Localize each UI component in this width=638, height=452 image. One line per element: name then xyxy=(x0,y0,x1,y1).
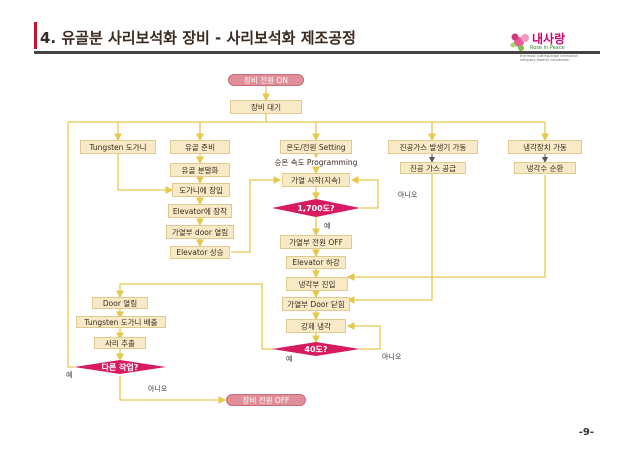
logo-fine-line-2: reliquary jewelry conversion xyxy=(520,58,570,62)
sari-extract-box: 사리 추출 xyxy=(94,337,146,349)
label-yes-40: 예 xyxy=(286,355,293,363)
vacuum-gas-box: 진공가스 발생기 가동 xyxy=(388,140,478,154)
heat-start-box: 가열 시작(지속) xyxy=(282,173,350,187)
cooling-enter-box: 냉각부 진입 xyxy=(286,277,348,291)
decision-1700-shape xyxy=(272,199,360,217)
decision-other-shape xyxy=(74,360,166,374)
logo-flower-icon xyxy=(510,33,529,51)
label-yes-1700: 예 xyxy=(324,222,331,230)
label-no-40: 아니오 xyxy=(382,353,402,361)
bone-prep-box: 유골 준비 xyxy=(170,140,230,154)
ramp-program-box: 승온 속도 Programming xyxy=(274,158,358,167)
decision-40-shape xyxy=(272,342,360,356)
mount-elevator-box: Elevator에 장착 xyxy=(168,204,232,218)
logo-fine-print: the most cutting-edge cremation reliquar… xyxy=(520,54,578,62)
heat-power-off-box: 가열부 전원 OFF xyxy=(280,235,352,249)
bone-grind-box: 유골 분말화 xyxy=(170,163,230,177)
cooler-run-box: 냉각장치 가동 xyxy=(508,140,582,154)
title-divider xyxy=(34,51,600,54)
logo-fine-line-1: the most cutting-edge cremation xyxy=(520,54,578,58)
label-yes-other: 예 xyxy=(66,371,73,379)
logo-name: 내사랑 xyxy=(532,32,566,46)
door-close-box: 가열부 Door 닫힘 xyxy=(282,297,350,311)
power-on-terminal: 장비 전원 ON xyxy=(228,74,304,86)
page-title: 4. 유골분 사리보석화 장비 - 사리보석화 제조공정 xyxy=(40,29,356,47)
forced-cooling-box: 강제 냉각 xyxy=(286,319,346,333)
temp-setting-box: 온도/전원 Setting xyxy=(280,140,352,154)
check-40-label: 40도? xyxy=(304,344,328,354)
load-crucible-box: 도가니에 장입 xyxy=(172,183,230,197)
page-number: -9- xyxy=(578,427,594,438)
logo-subtitle: Rose in Peace xyxy=(530,45,565,51)
elevator-down-box: Elevator 하강 xyxy=(286,256,346,269)
power-off-terminal: 장비 전원 OFF xyxy=(226,394,306,406)
tungsten-crucible-box: Tungsten 도가니 xyxy=(80,140,156,154)
tungsten-discharge-box: Tungsten 도가니 배출 xyxy=(76,316,166,328)
standby-box: 장비 대기 xyxy=(230,100,302,114)
title-accent-bar xyxy=(34,22,37,49)
open-door-box: 가열부 door 열림 xyxy=(166,225,234,239)
other-work-label: 다른 작업? xyxy=(101,362,139,372)
label-no-other: 아니오 xyxy=(148,385,168,393)
elevator-up-box: Elevator 상승 xyxy=(170,246,230,259)
coolant-circ-box: 냉각수 순환 xyxy=(514,162,576,174)
label-no-1700: 아니오 xyxy=(398,191,418,199)
door-open-box: Door 열림 xyxy=(92,297,148,309)
vacuum-supply-box: 진공 가스 공급 xyxy=(400,162,466,174)
check-1700-label: 1,700도? xyxy=(297,203,335,213)
